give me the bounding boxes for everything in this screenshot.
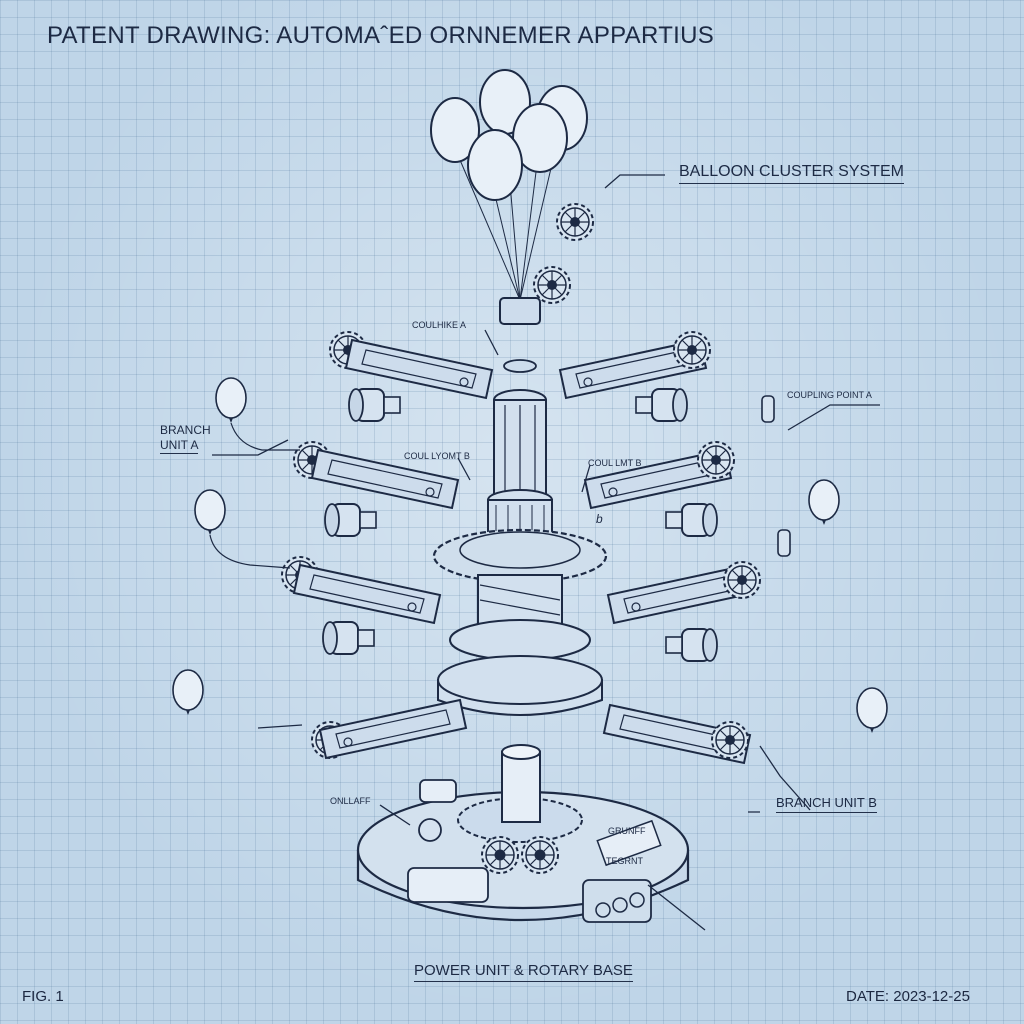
- left-branch-arms: [172, 331, 493, 759]
- page-title: PATENT DRAWING: AUTOMAˆED ORNNEMER APPAR…: [47, 22, 715, 49]
- label-grunff: GRUNFF: [608, 826, 646, 836]
- label-branch-unit-b: BRANCH UNIT B: [776, 795, 877, 813]
- label-branch-unit-a-line2: UNIT A: [160, 438, 199, 454]
- label-power-unit-rotary-base: POWER UNIT & ROTARY BASE: [414, 962, 633, 982]
- balloon-cluster-icon: [430, 69, 594, 373]
- figure-number: FIG. 1: [22, 988, 64, 1005]
- label-tegrnt: TEGRNT: [606, 856, 643, 866]
- label-coul-lmt-b: COUL LMT B: [588, 458, 642, 468]
- label-onllaff: ONLLAFF: [330, 796, 371, 806]
- label-balloon-cluster-system: BALLOON CLUSTER SYSTEM: [679, 163, 904, 184]
- label-coul-lyomt-b: COUL LYOMT B: [404, 451, 470, 461]
- label-b-mark: b: [596, 512, 603, 526]
- right-branch-arms: [559, 331, 888, 764]
- leader-lines: [212, 174, 880, 931]
- label-branch-unit-a: BRANCH UNIT A: [160, 423, 211, 454]
- label-coulhike-a: COULHIKE A: [412, 320, 467, 330]
- label-branch-unit-a-line1: BRANCH: [160, 423, 211, 437]
- drawing-date: DATE: 2023-12-25: [846, 988, 970, 1005]
- rotary-base: [356, 744, 690, 923]
- label-coupling-point-a: COUPLING POINT A: [787, 390, 872, 400]
- central-column: [432, 389, 608, 716]
